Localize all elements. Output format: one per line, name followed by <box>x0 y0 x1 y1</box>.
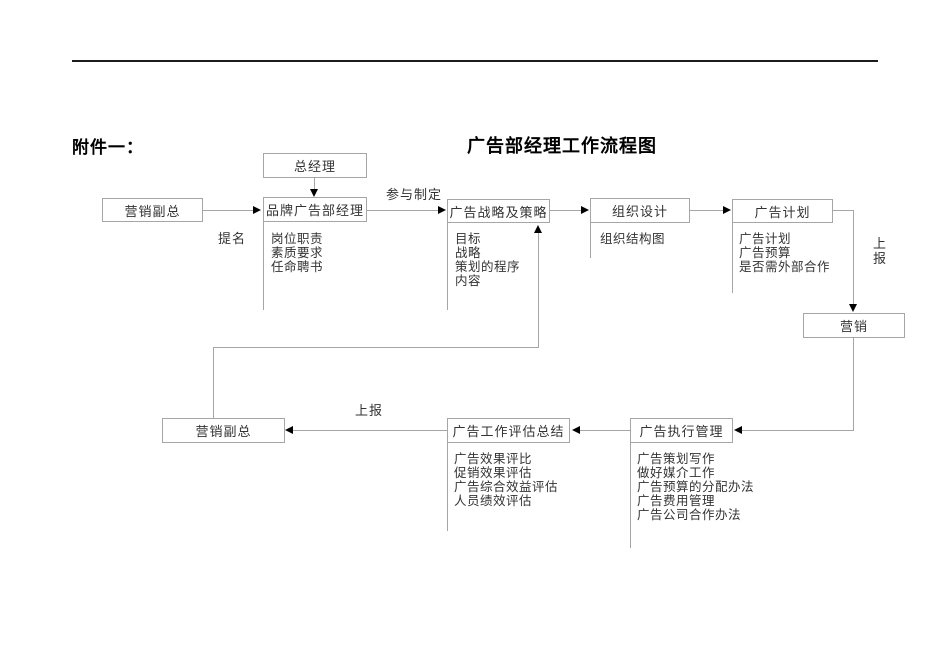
note-line: 策划的程序 <box>455 260 521 274</box>
note-line: 是否需外部合作 <box>739 260 831 274</box>
note-line: 广告策划写作 <box>637 452 716 466</box>
node-general-manager: 总经理 <box>263 153 367 178</box>
node-ad-plan: 广告计划 <box>732 199 833 223</box>
connector-marketing-to-execution-h <box>742 430 854 431</box>
note-ad-evaluation: 广告效果评比 促销效果评估 广告综合效益评估 人员绩效评估 <box>454 452 558 508</box>
edge-label-participate: 参与制定 <box>386 187 443 202</box>
note-line: 广告费用管理 <box>637 494 716 508</box>
node-marketing: 营销 <box>803 313 905 338</box>
connector-execution-to-evaluation <box>580 430 630 431</box>
connector-feedback-v2 <box>538 233 539 348</box>
page-title: 广告部经理工作流程图 <box>467 136 657 156</box>
connector-gm-to-manager <box>314 178 315 189</box>
note-border-ad-strategy <box>447 223 448 310</box>
connector-strategy-to-org <box>550 210 581 211</box>
note-line: 组织结构图 <box>600 232 666 246</box>
connector-vp-to-manager <box>203 210 253 211</box>
arrowhead-right-vp-to-manager <box>253 206 261 214</box>
note-border-ad-execution <box>630 443 631 548</box>
connector-feedback-v1 <box>213 347 214 418</box>
note-line: 促销效果评估 <box>454 466 533 480</box>
node-ad-strategy: 广告战略及策略 <box>447 199 550 223</box>
node-org-design: 组织设计 <box>590 198 690 223</box>
arrowhead-left-evaluation-to-vp <box>285 426 293 434</box>
arrowhead-right-manager-to-strategy <box>438 206 446 214</box>
arrowhead-up-feedback-to-strategy <box>534 225 542 233</box>
edge-label-nominate: 提名 <box>218 231 247 246</box>
connector-feedback-h <box>213 347 539 348</box>
arrowhead-left-execution-to-evaluation <box>572 426 580 434</box>
arrowhead-right-strategy-to-org <box>581 206 589 214</box>
note-border-brand-ad-manager <box>263 222 264 310</box>
note-org-design: 组织结构图 <box>600 232 665 246</box>
note-line: 广告效果评比 <box>454 452 533 466</box>
arrowhead-down-plan-to-marketing <box>849 304 857 312</box>
edge-label-report-up-right: 上报 <box>873 236 887 266</box>
note-border-ad-evaluation <box>447 443 448 531</box>
connector-manager-to-strategy <box>367 210 438 211</box>
note-line: 内容 <box>455 274 482 288</box>
note-ad-execution: 广告策划写作 做好媒介工作 广告预算的分配办法 广告费用管理 广告公司合作办法 <box>637 452 754 522</box>
note-line: 广告计划 <box>739 232 792 246</box>
note-line: 目标 <box>455 232 482 246</box>
note-line: 任命聘书 <box>271 260 324 274</box>
note-line: 战略 <box>455 246 482 260</box>
node-brand-ad-manager: 品牌广告部经理 <box>263 197 367 222</box>
edge-label-report-up-bottom: 上报 <box>355 403 384 418</box>
node-ad-evaluation: 广告工作评估总结 <box>447 418 570 443</box>
note-line: 广告综合效益评估 <box>454 480 559 494</box>
attachment-label: 附件一： <box>72 138 144 157</box>
connector-plan-to-marketing-v <box>853 210 854 305</box>
note-line: 广告公司合作办法 <box>637 508 742 522</box>
arrowhead-down-gm-to-manager <box>310 189 318 197</box>
arrowhead-left-marketing-to-execution <box>734 426 742 434</box>
connector-org-to-plan <box>690 210 723 211</box>
note-line: 人员绩效评估 <box>454 494 533 508</box>
node-ad-execution: 广告执行管理 <box>630 418 733 443</box>
note-line: 广告预算 <box>739 246 792 260</box>
connector-plan-to-marketing-h <box>833 210 854 211</box>
note-border-org-design <box>590 223 591 258</box>
note-line: 做好媒介工作 <box>637 466 716 480</box>
note-ad-strategy: 目标 战略 策划的程序 内容 <box>455 232 520 288</box>
node-marketing-vp-bottom: 营销副总 <box>162 418 285 443</box>
note-brand-ad-manager: 岗位职责 素质要求 任命聘书 <box>271 232 323 274</box>
header-rule-divider <box>72 60 878 62</box>
note-line: 广告预算的分配办法 <box>637 480 755 494</box>
note-line: 岗位职责 <box>271 232 324 246</box>
connector-marketing-to-execution-v <box>853 338 854 431</box>
connector-evaluation-to-vp <box>293 430 447 431</box>
note-line: 素质要求 <box>271 246 324 260</box>
arrowhead-right-org-to-plan <box>723 206 731 214</box>
note-border-ad-plan <box>732 223 733 293</box>
note-ad-plan: 广告计划 广告预算 是否需外部合作 <box>739 232 830 274</box>
node-marketing-vp-top: 营销副总 <box>102 198 203 222</box>
